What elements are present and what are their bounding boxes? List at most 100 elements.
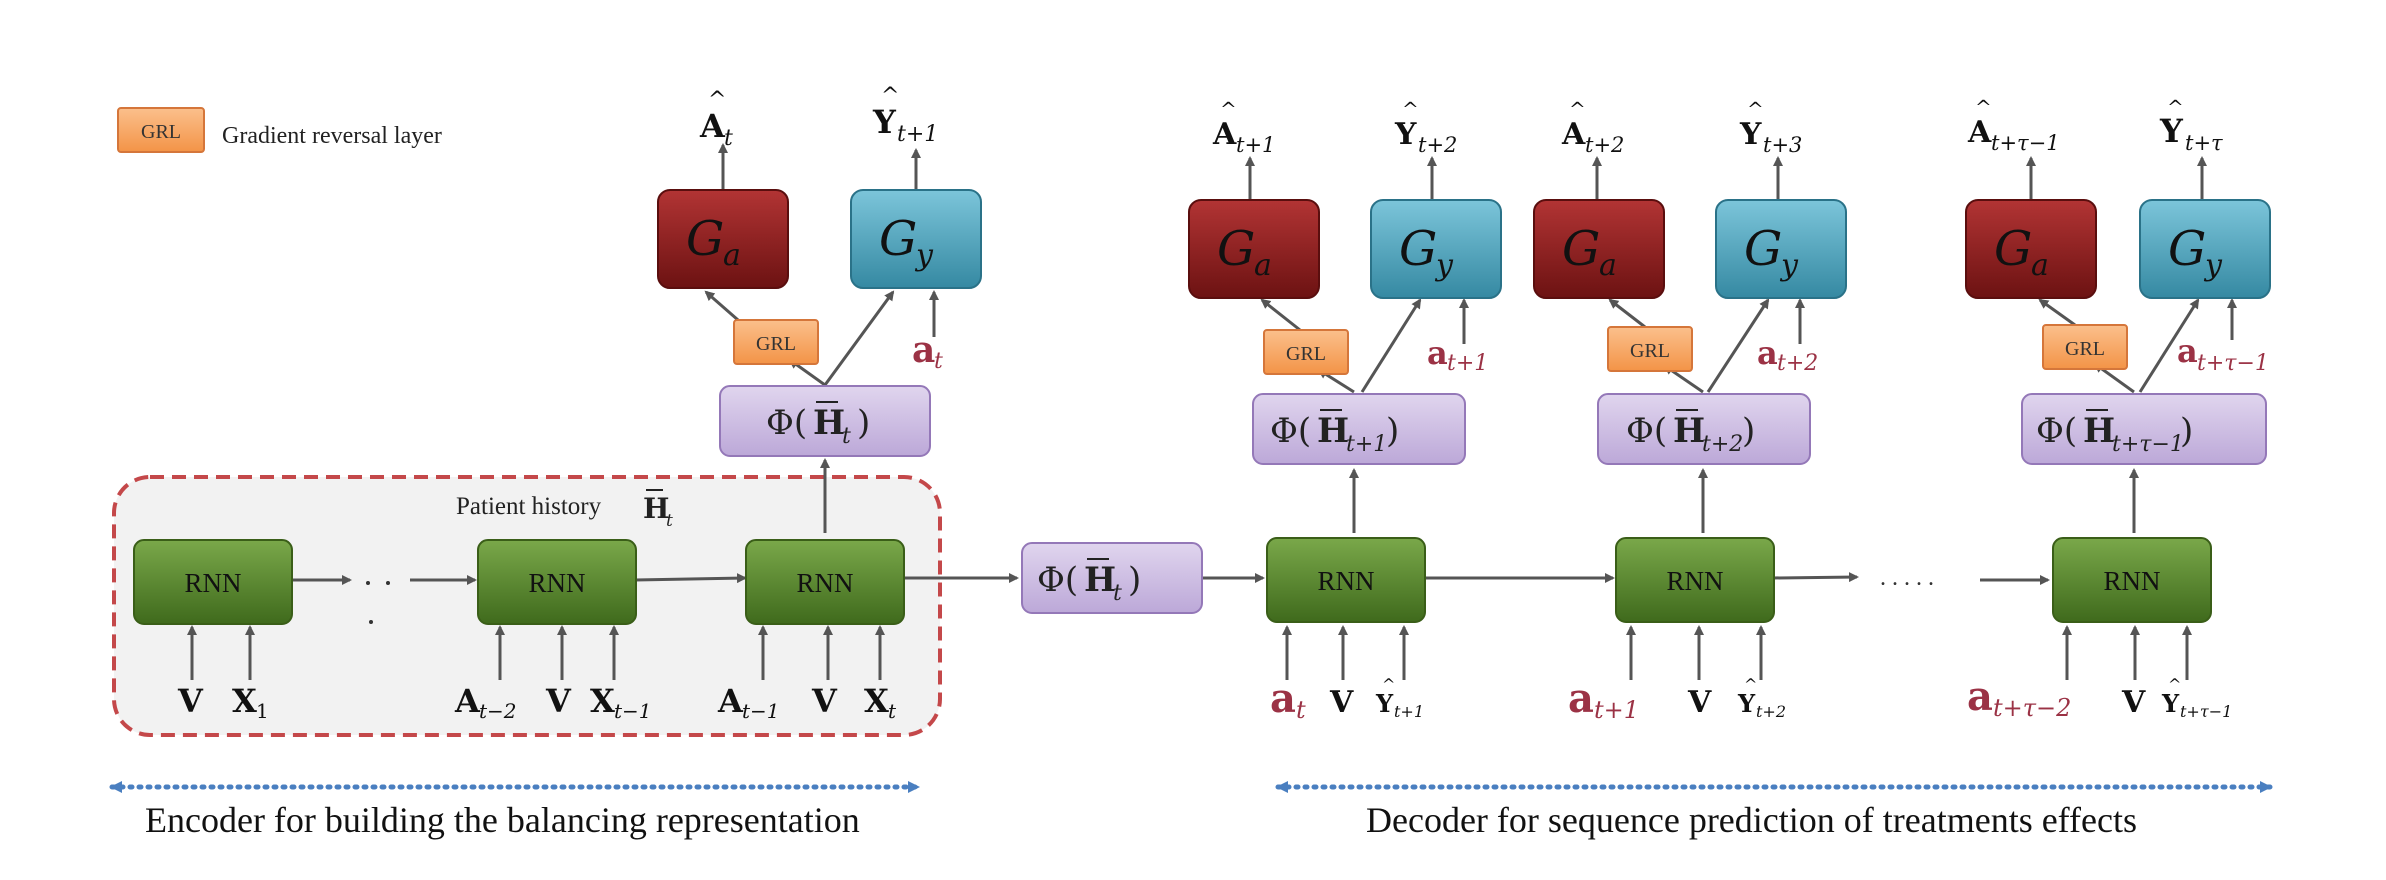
phi-t-top [719, 385, 931, 457]
svg-text:t+τ−1: t+τ−1 [1991, 131, 2060, 155]
phi-t-middle [1021, 542, 1203, 614]
grl-label-3: GRL [1630, 340, 1670, 362]
svg-text:t+τ−1: t+τ−1 [2180, 702, 2232, 721]
svg-text:a: a [1599, 248, 1617, 283]
grl-box-1 [733, 319, 819, 365]
svg-text:V: V [811, 682, 838, 720]
svg-text:Φ(: Φ( [1270, 411, 1311, 451]
ga-head-1 [657, 189, 789, 289]
svg-text:Φ(: Φ( [2036, 411, 2077, 451]
svg-text:t: t [888, 699, 897, 723]
svg-text:y: y [914, 238, 934, 273]
svg-text:t+1: t+1 [1346, 432, 1387, 457]
svg-text:t+2: t+2 [1756, 702, 1786, 721]
svg-text:a: a [1427, 334, 1448, 372]
svg-text:V: V [1687, 685, 1712, 720]
encoder-ellipsis [366, 581, 390, 624]
svg-text:G: G [1399, 221, 1437, 277]
svg-text:a: a [2177, 332, 2198, 370]
svg-text:H: H [813, 403, 845, 443]
svg-text:^: ^ [2167, 95, 2184, 119]
svg-text:V: V [545, 682, 572, 720]
svg-text:t+1: t+1 [1594, 696, 1639, 724]
svg-text:G: G [1217, 221, 1255, 277]
svg-text:G: G [1744, 221, 1782, 277]
svg-text:G: G [686, 211, 724, 267]
svg-text:X: X [864, 682, 889, 720]
svg-text:^: ^ [1569, 97, 1586, 121]
svg-text:Y: Y [1375, 689, 1394, 718]
svg-text:V: V [1329, 685, 1354, 720]
legend-label: Gradient reversal layer [222, 123, 442, 149]
ga-head-4 [1965, 199, 2097, 299]
gy-head-3 [1715, 199, 1847, 299]
svg-text:Y: Y [2161, 689, 2180, 718]
svg-text:t+τ: t+τ [2185, 131, 2223, 155]
svg-text:A: A [717, 682, 744, 720]
svg-text:H: H [1673, 411, 1705, 451]
patient-history-label: Patient history [456, 493, 602, 520]
svg-text:a: a [1967, 673, 1993, 720]
grl-label-2: GRL [1286, 343, 1326, 365]
svg-text:A: A [1561, 117, 1586, 152]
svg-text:A: A [1967, 115, 1992, 150]
rnn-label-2: RNN [528, 568, 585, 598]
rnn-label-3: RNN [796, 568, 853, 598]
ga-head-2 [1188, 199, 1320, 299]
svg-text:): ) [2180, 411, 2193, 451]
svg-text:t: t [842, 424, 851, 449]
rnn-cell-4 [1266, 537, 1426, 623]
svg-text:): ) [1742, 411, 1755, 451]
svg-text:V: V [177, 682, 204, 720]
svg-text:): ) [1386, 411, 1399, 451]
svg-text:t+2: t+2 [1585, 133, 1624, 157]
svg-text:y: y [1434, 248, 1454, 283]
svg-text:X: X [590, 682, 615, 720]
rnn-label-4: RNN [1317, 566, 1374, 596]
svg-text:Φ(: Φ( [1037, 560, 1078, 600]
svg-text:G: G [2168, 221, 2206, 277]
svg-text:a: a [1254, 248, 1272, 283]
svg-text:^: ^ [1402, 97, 1419, 121]
svg-text:Y: Y [872, 103, 897, 141]
legend-grl-text: GRL [141, 121, 181, 143]
svg-text:t+1: t+1 [1394, 702, 1424, 721]
connection-arrows [187, 143, 2237, 680]
svg-text:a: a [1270, 675, 1296, 722]
decoder-caption: Decoder for sequence prediction of treat… [1366, 800, 2137, 840]
svg-text:^: ^ [708, 88, 726, 113]
svg-text:t+τ−2: t+τ−2 [1993, 694, 2071, 722]
svg-text:H: H [1084, 560, 1116, 600]
svg-text:1: 1 [256, 699, 269, 723]
svg-text:^: ^ [2168, 675, 2181, 694]
phi-t-plus-tau-minus-1 [2021, 393, 2267, 465]
svg-text:A: A [699, 107, 726, 145]
svg-text:t+2: t+2 [1702, 432, 1743, 457]
svg-text:a: a [912, 329, 935, 371]
legend: GRL Gradient reversal layer [117, 107, 442, 153]
svg-text:Φ(: Φ( [1626, 411, 1667, 451]
svg-text:y: y [2203, 248, 2223, 283]
svg-text:H: H [643, 492, 669, 525]
svg-text:t+2: t+2 [1777, 351, 1818, 376]
svg-text:t: t [1296, 696, 1306, 724]
rnn-cell-3 [745, 539, 905, 625]
svg-text:t+1: t+1 [1236, 133, 1275, 157]
phi-t-plus-1 [1252, 393, 1466, 465]
svg-text:t−1: t−1 [614, 699, 652, 723]
svg-text:A: A [454, 682, 481, 720]
grl-box-2 [1263, 329, 1349, 375]
svg-text:t: t [666, 511, 673, 531]
svg-text:^: ^ [1747, 97, 1764, 121]
svg-text:t: t [1113, 581, 1122, 606]
gy-head-2 [1370, 199, 1502, 299]
gy-head-1 [850, 189, 982, 289]
gy-head-4 [2139, 199, 2271, 299]
output-labels: A^t Y^t+1 A^t+1 Y^t+2 A^t+2 Y^t+3 A^t+τ−… [699, 84, 2223, 157]
svg-text:^: ^ [881, 84, 899, 109]
svg-text:a: a [2031, 248, 2049, 283]
svg-text:t+2: t+2 [1418, 133, 1457, 157]
